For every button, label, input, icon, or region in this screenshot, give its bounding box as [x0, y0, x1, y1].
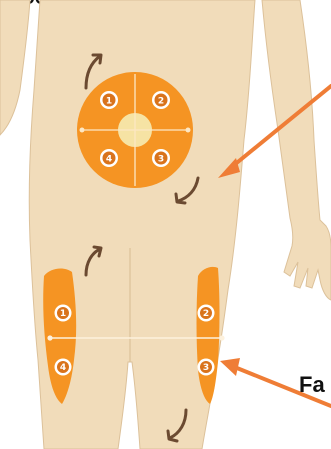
left-thigh-site-4: 4	[55, 359, 72, 376]
thigh-crossline-dot-right	[219, 335, 224, 340]
right-thigh-site-3: 3	[198, 359, 215, 376]
abdomen-site-2: 2	[152, 91, 170, 109]
abdomen-site-3-label: 3	[158, 154, 164, 164]
thigh-crossline-dot-left	[47, 335, 52, 340]
abdomen-injection-area: 1 2 3 4	[77, 72, 193, 188]
abdomen-site-1-label: 1	[106, 96, 112, 106]
right-thigh-site-2: 2	[198, 305, 215, 322]
abdomen-site-4: 4	[100, 149, 118, 167]
abdomen-site-4-label: 4	[106, 154, 112, 164]
right-thigh-site-3-label: 3	[203, 363, 209, 373]
thigh-side-label: Fa	[299, 372, 325, 397]
left-thigh-site-4-label: 4	[60, 363, 66, 373]
left-arm	[0, 0, 30, 135]
right-thigh-site-2-label: 2	[203, 309, 209, 319]
abdomen-ring-dot-left	[80, 128, 85, 133]
left-thigh-site-1-label: 1	[60, 309, 66, 319]
abdomen-site-2-label: 2	[158, 96, 164, 106]
abdomen-ring-dot-right	[186, 128, 191, 133]
abdomen-site-1: 1	[100, 91, 118, 109]
left-thigh-site-1: 1	[55, 305, 72, 322]
right-arm	[262, 0, 331, 300]
abdomen-site-3: 3	[152, 149, 170, 167]
